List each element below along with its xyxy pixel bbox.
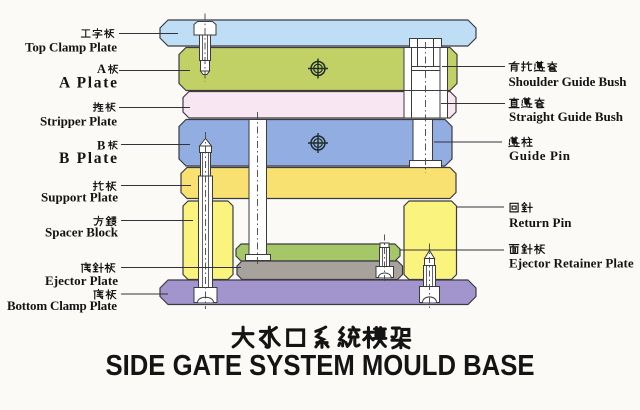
svg-text:Guide Pin: Guide Pin	[509, 148, 571, 163]
svg-text:A: A	[97, 62, 106, 76]
svg-text:Shoulder Guide Bush: Shoulder Guide Bush	[509, 74, 628, 89]
svg-text:Bottom Clamp Plate: Bottom Clamp Plate	[7, 298, 117, 313]
svg-text:B: B	[97, 139, 105, 153]
svg-text:Ejector Plate: Ejector Plate	[45, 273, 118, 288]
svg-text:Support Plate: Support Plate	[41, 190, 118, 205]
svg-text:Straight Guide Bush: Straight Guide Bush	[509, 109, 624, 124]
svg-text:Spacer Block: Spacer Block	[45, 225, 119, 240]
svg-text:A Plate: A Plate	[59, 75, 117, 92]
svg-text:Top Clamp Plate: Top Clamp Plate	[25, 40, 117, 55]
svg-text:Return Pin: Return Pin	[509, 215, 572, 230]
svg-text:Stripper Plate: Stripper Plate	[40, 114, 117, 129]
svg-text:Ejector Retainer Plate: Ejector Retainer Plate	[509, 256, 634, 271]
svg-text:SIDE GATE SYSTEM MOULD BASE: SIDE GATE SYSTEM MOULD BASE	[106, 350, 535, 382]
svg-text:B Plate: B Plate	[59, 150, 117, 167]
